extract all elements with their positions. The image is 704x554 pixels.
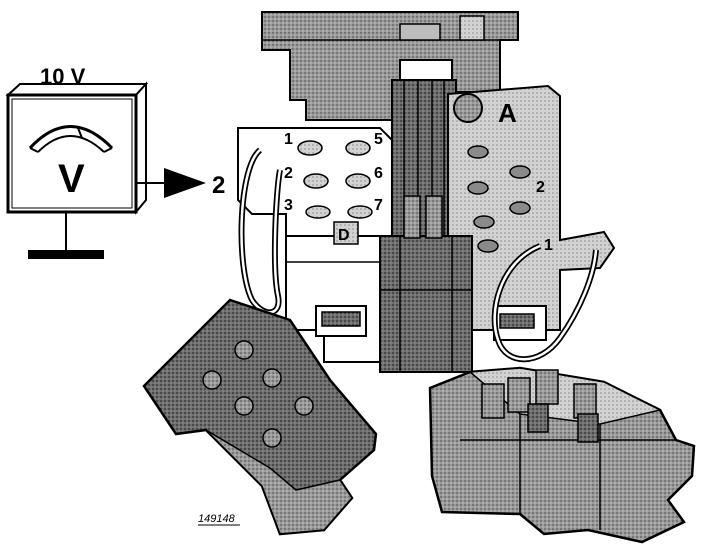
dial-arc [28, 125, 114, 150]
latch-clip-right [493, 305, 547, 341]
connector-a-label: A [498, 98, 517, 128]
connector-d-pin-7: 7 [374, 197, 383, 214]
latch-clip-left [315, 305, 367, 337]
connector-d-pins [297, 140, 373, 219]
probe-arrow-label: 2 [212, 172, 225, 199]
voltmeter-body [6, 93, 138, 214]
dial-symbol: V [58, 157, 85, 201]
connector-a-pin-2: 2 [536, 179, 545, 196]
ground-icon [28, 212, 104, 259]
connector-d-pin-5: 5 [374, 131, 383, 148]
connector-side-label: D [338, 227, 350, 244]
connector-a-pin-1: 1 [544, 237, 553, 254]
figure-reference: 149148 [198, 513, 236, 525]
wire-bundle [391, 79, 457, 261]
detached-connector-left [142, 298, 378, 536]
center-plug [379, 195, 473, 373]
connector-d-pin-2: 2 [284, 165, 293, 182]
arrow-right-icon [136, 168, 206, 198]
voltmeter: 10 V V 2 [5, 64, 225, 259]
connector-d-pin-3: 3 [284, 197, 293, 214]
connector-d-pin-1: 1 [284, 131, 293, 148]
fuse-box-assembly: A 2 1 1 2 3 5 6 7 D [237, 11, 616, 373]
connector-d-pin-6: 6 [374, 165, 383, 182]
detached-connector-right [428, 366, 696, 544]
connector-a-pins [467, 145, 531, 253]
connector-key [453, 93, 483, 123]
dial-needle [77, 127, 83, 139]
